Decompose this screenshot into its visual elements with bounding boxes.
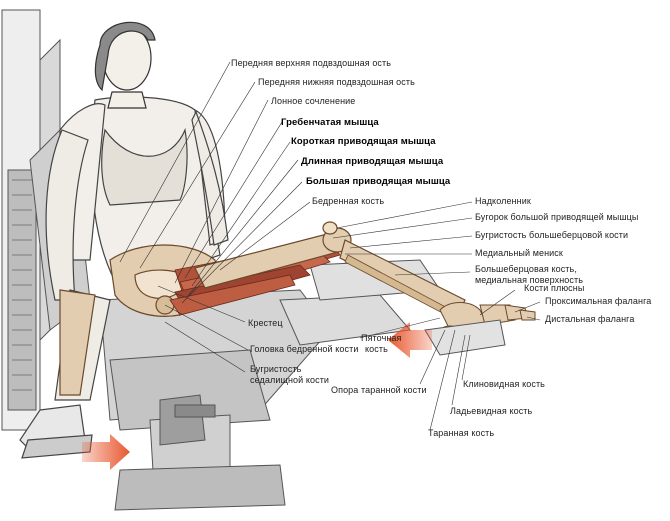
label-tibial-tuberosity: Бугристость большеберцовой кости [475,230,629,240]
label-metatarsals: Кости плюсны [524,283,585,293]
label-adductor-magnus: Большая приводящая мышца [306,176,451,187]
label-cuneiform: Клиновидная кость [463,379,545,389]
adduction-arrow-knee [82,434,130,470]
label-distal-phalanx: Дистальная фаланга [545,314,635,324]
athlete-head [94,21,156,109]
label-medial-meniscus: Медиальный мениск [475,248,563,258]
label-proximal-phalanx: Проксимальная фаланга [545,296,652,306]
machine-base [99,259,441,511]
label-talus: Таранная кость [428,428,495,438]
foot-pad [424,319,506,356]
leader-lines [119,61,541,431]
label-calcaneus-line1: Пяточная [361,333,402,343]
athlete-arms [45,110,229,301]
adduction-arrow-foot [388,322,432,358]
label-adductor-brevis: Короткая приводящая мышца [291,136,436,147]
label-navicular: Ладьевидная кость [450,406,533,416]
label-sacrum: Крестец [248,318,283,328]
label-pectineus: Гребенчатая мышца [281,117,379,128]
label-sustentaculum: Опора таранной кости [331,385,427,395]
label-asis: Передняя верхняя подвздошная ость [231,58,392,68]
label-tibia-line1: Большеберцовая кость, [475,264,577,274]
label-tibia-line2: медиальная поверхность [475,275,584,285]
label-femur: Бедренная кость [312,196,385,206]
label-adductor-tubercle: Бугорок большой приводящей мышцы [475,212,639,222]
label-ischial-line2: седалищной кости [250,375,330,385]
label-aiis: Передняя нижняя подвздошная ость [258,77,415,87]
label-calcaneus-line2: кость [365,344,388,354]
label-patella: Надколенник [475,196,531,206]
label-femoral-head: Головка бедренной кости [250,344,359,354]
label-symphysis: Лонное сочленение [271,96,356,106]
label-adductor-longus: Длинная приводящая мышца [301,156,444,167]
label-ischial-line1: Бугристость [250,364,302,374]
left-leg [19,289,111,459]
